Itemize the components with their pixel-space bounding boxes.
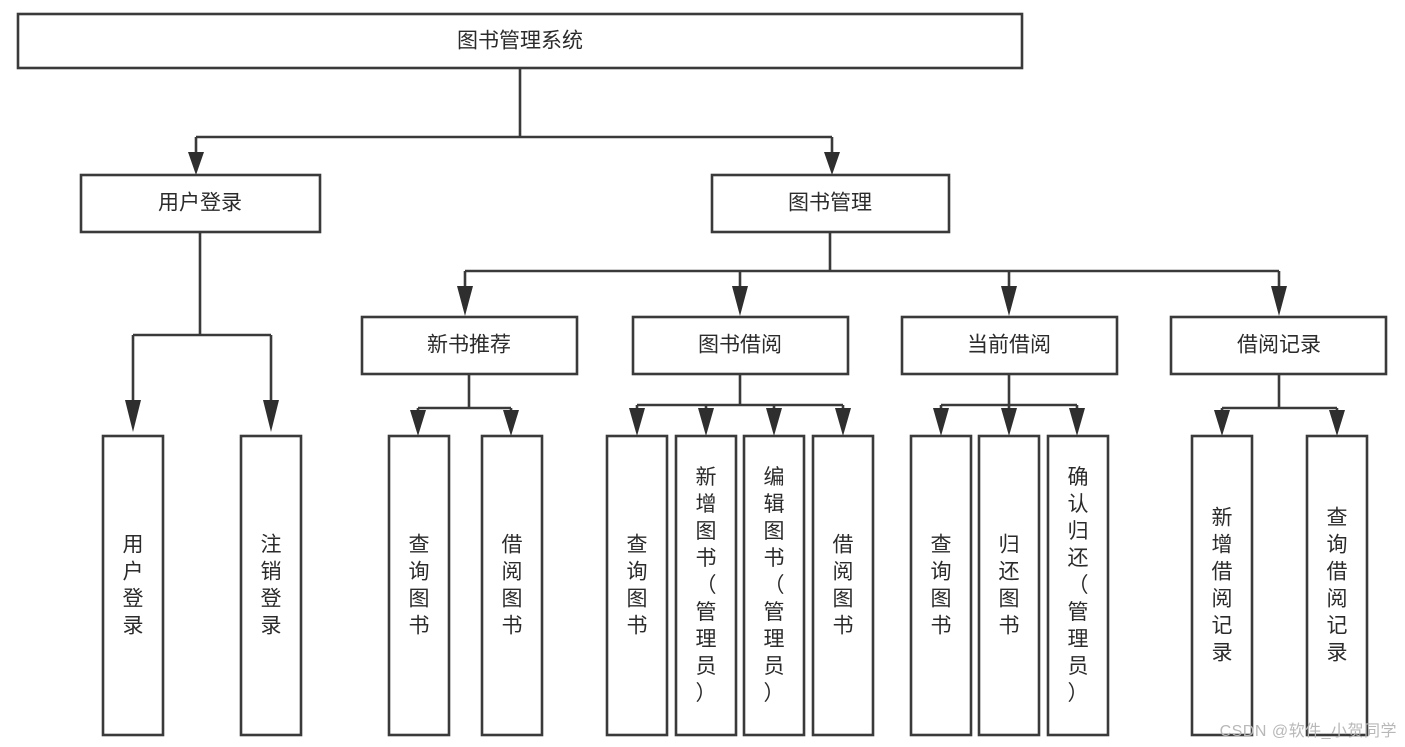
node-new-book-rec-box[interactable]: [360, 315, 579, 376]
node-leaf-10-label: 归还图书: [999, 533, 1020, 637]
node-leaf-1-label: 用户登录: [123, 533, 144, 637]
node-borrow-record-box[interactable]: [1169, 315, 1388, 376]
node-leaf-7-box[interactable]: [742, 434, 806, 737]
node-leaf-12-label: 新增借阅记录: [1212, 506, 1233, 664]
arrowhead-leaf-13: [1329, 410, 1345, 436]
arrowhead-leaf-5: [629, 408, 645, 436]
node-borrow-record[interactable]: 借阅记录: [1169, 315, 1388, 376]
node-leaf-12[interactable]: 新增借阅记录: [1190, 434, 1254, 737]
node-leaf-5-label: 查询图书: [627, 533, 648, 637]
node-new-book-rec-label: 新书推荐: [427, 334, 511, 357]
node-leaf-4-box[interactable]: [480, 434, 544, 737]
node-leaf-8-label: 借阅图书: [833, 533, 854, 637]
node-user-login-box[interactable]: [79, 173, 322, 234]
node-leaf-3-box[interactable]: [387, 434, 451, 737]
node-leaf-11-label: 确认归还（管理员）: [1068, 466, 1089, 705]
node-leaf-8-box[interactable]: [811, 434, 875, 737]
arrowhead-user-login: [188, 152, 204, 175]
node-leaf-9-box[interactable]: [909, 434, 973, 737]
arrowhead-leaf-10: [1001, 408, 1017, 436]
node-leaf-6[interactable]: 新增图书（管理员）: [674, 434, 738, 737]
arrowhead-new-book-rec: [457, 286, 473, 316]
node-leaf-2-box[interactable]: [239, 434, 303, 737]
node-user-login[interactable]: 用户登录: [79, 173, 322, 234]
node-current-borrow-label: 当前借阅: [967, 334, 1051, 357]
arrowhead-leaf-12: [1214, 410, 1230, 436]
node-leaf-9-label: 查询图书: [931, 533, 952, 637]
arrowhead-borrow-record: [1271, 286, 1287, 316]
node-leaf-4-label: 借阅图书: [502, 533, 523, 637]
node-leaf-6-box[interactable]: [674, 434, 738, 737]
node-leaf-3-label: 查询图书: [409, 533, 430, 637]
node-book-borrow-label: 图书借阅: [698, 334, 782, 357]
arrowhead-leaf-4: [503, 410, 519, 436]
arrowhead-leaf-3: [410, 410, 426, 436]
node-leaf-13-label: 查询借阅记录: [1327, 506, 1348, 664]
node-current-borrow-box[interactable]: [900, 315, 1119, 376]
node-root-box[interactable]: [16, 12, 1024, 70]
node-leaf-1-box[interactable]: [101, 434, 165, 737]
node-leaf-7[interactable]: 编辑图书（管理员）: [742, 434, 806, 737]
node-leaf-10[interactable]: 归还图书: [977, 434, 1041, 737]
node-book-mgmt[interactable]: 图书管理: [710, 173, 951, 234]
node-leaf-8[interactable]: 借阅图书: [811, 434, 875, 737]
node-book-mgmt-label: 图书管理: [788, 192, 872, 215]
node-leaf-5-box[interactable]: [605, 434, 669, 737]
node-leaf-9[interactable]: 查询图书: [909, 434, 973, 737]
node-book-borrow-box[interactable]: [631, 315, 850, 376]
node-leaf-7-label: 编辑图书（管理员）: [764, 466, 785, 705]
connector-layer: [125, 68, 1345, 436]
node-user-login-label: 用户登录: [158, 192, 242, 215]
node-leaf-2-label: 注销登录: [261, 533, 282, 637]
arrowhead-leaf-9: [933, 408, 949, 436]
node-leaf-13-box[interactable]: [1305, 434, 1369, 737]
arrowhead-leaf-6: [698, 408, 714, 436]
node-leaf-11[interactable]: 确认归还（管理员）: [1046, 434, 1110, 737]
csdn-watermark: CSDN @软件_小贺同学: [1219, 723, 1397, 740]
node-leaf-11-box[interactable]: [1046, 434, 1110, 737]
node-borrow-record-label: 借阅记录: [1237, 334, 1321, 357]
arrowhead-leaf-8: [835, 408, 851, 436]
node-leaf-5[interactable]: 查询图书: [605, 434, 669, 737]
node-root-label: 图书管理系统: [457, 30, 583, 53]
node-new-book-rec[interactable]: 新书推荐: [360, 315, 579, 376]
arrowhead-book-borrow: [732, 286, 748, 316]
arrowhead-leaf-11: [1069, 408, 1085, 436]
node-leaf-1[interactable]: 用户登录: [101, 434, 165, 737]
arrowhead-current-borrow: [1001, 286, 1017, 316]
arrowhead-leaf-2: [263, 400, 279, 432]
node-leaf-6-label: 新增图书（管理员）: [696, 466, 717, 705]
node-current-borrow[interactable]: 当前借阅: [900, 315, 1119, 376]
arrowhead-book-mgmt: [824, 152, 840, 175]
node-root[interactable]: 图书管理系统: [16, 12, 1024, 70]
arrowhead-leaf-1: [125, 400, 141, 432]
node-leaf-13[interactable]: 查询借阅记录: [1305, 434, 1369, 737]
node-leaf-4[interactable]: 借阅图书: [480, 434, 544, 737]
node-leaf-2[interactable]: 注销登录: [239, 434, 303, 737]
leaf-nodes-layer: 用户登录 注销登录 查询图书 借阅图书 查询图书 新增图书（管理员）: [101, 434, 1369, 737]
arrowhead-leaf-7: [766, 408, 782, 436]
node-leaf-12-box[interactable]: [1190, 434, 1254, 737]
node-leaf-10-box[interactable]: [977, 434, 1041, 737]
node-leaf-3[interactable]: 查询图书: [387, 434, 451, 737]
node-book-borrow[interactable]: 图书借阅: [631, 315, 850, 376]
node-book-mgmt-box[interactable]: [710, 173, 951, 234]
